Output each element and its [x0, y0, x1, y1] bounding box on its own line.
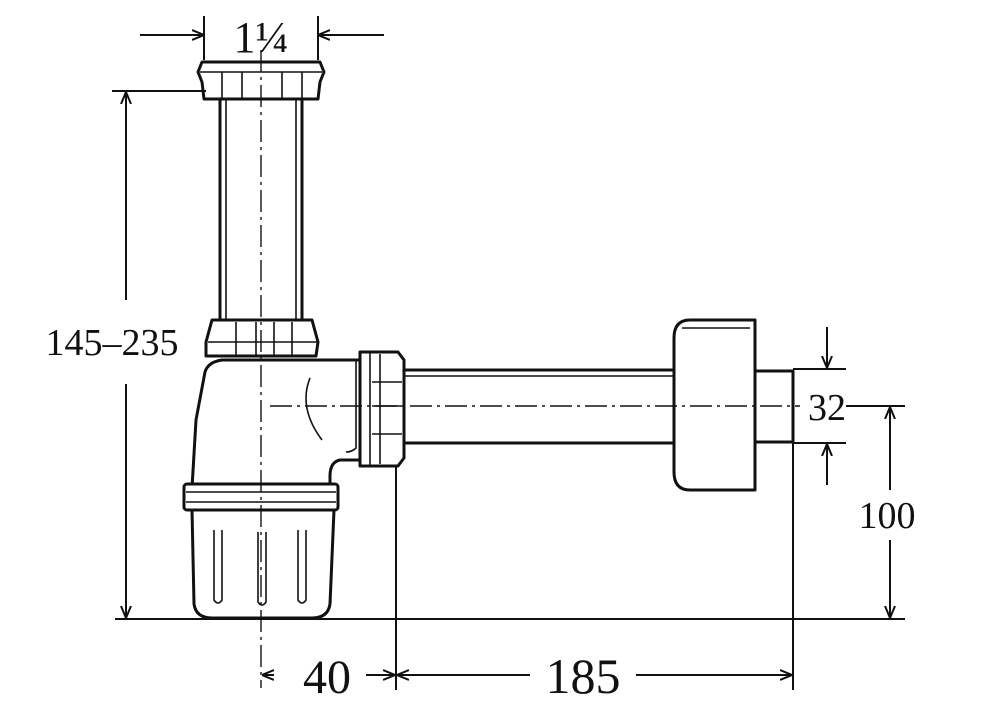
inlet-nut [196, 60, 326, 101]
height-range-label: 145–235 [46, 322, 179, 364]
outlet-height-dimension: 100 [846, 405, 916, 617]
outlet-length-label: 185 [546, 648, 621, 704]
outlet-height-label: 100 [859, 495, 916, 537]
bottom-cup [190, 508, 336, 620]
offset-label: 40 [303, 651, 351, 704]
outlet-diameter-label: 32 [808, 387, 846, 429]
trap-body [190, 358, 370, 490]
outlet-nut [358, 350, 406, 468]
middle-nut [204, 318, 320, 358]
outlet-length-dimension: 185 [398, 443, 794, 704]
height-range-dimension: 145–235 [46, 90, 206, 617]
offset-dimension: 40 [263, 466, 397, 704]
inlet-diameter-label: 1¼ [234, 13, 289, 62]
wall-rosette [672, 318, 757, 492]
outlet-diameter-dimension: 32 [793, 327, 846, 485]
inlet-diameter-dimension: 1¼ [140, 13, 384, 62]
